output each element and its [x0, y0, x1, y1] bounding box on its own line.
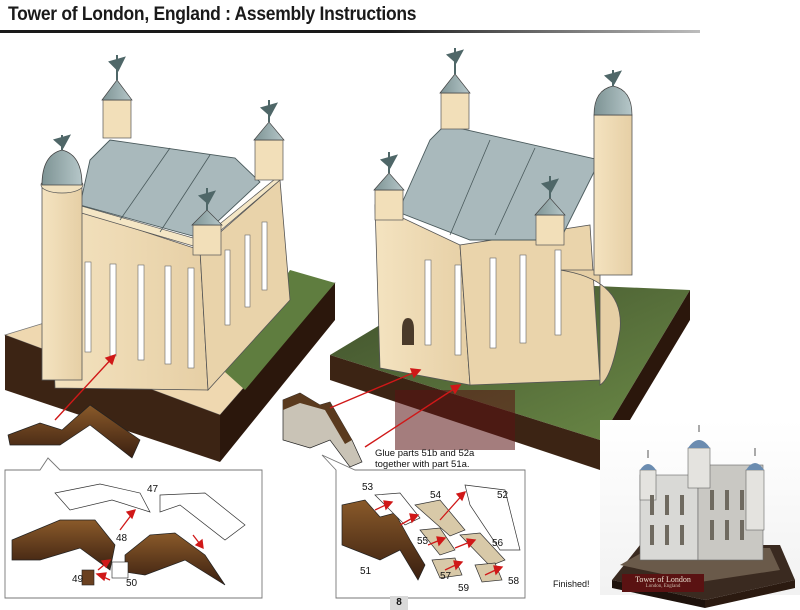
part-label-47: 47: [147, 484, 159, 495]
part-label-49: 49: [72, 574, 84, 585]
page-number: 8: [390, 596, 408, 610]
part-label-59: 59: [458, 583, 470, 594]
ramp-piece-left: [7, 404, 141, 459]
left-callout-parts: [11, 483, 246, 586]
part-label-52: 52: [497, 490, 509, 501]
right-model: [330, 48, 690, 470]
title-underline: [0, 30, 700, 33]
plaque-subtitle: London, England: [645, 584, 681, 589]
pointer-arrows: [54, 353, 462, 448]
model-plaque: Tower of London London, England: [622, 574, 704, 592]
part-label-58: 58: [508, 576, 520, 587]
left-callout-arrows: [95, 509, 204, 582]
part-label-57: 57: [440, 571, 452, 582]
left-model: [3, 55, 336, 462]
part-label-56: 56: [492, 538, 504, 549]
plaque-title: Tower of London: [635, 575, 691, 584]
page-title: Tower of London, England : Assembly Inst…: [8, 4, 417, 25]
part-label-50: 50: [126, 578, 138, 589]
ramp-piece-right: [282, 392, 363, 468]
part-label-54: 54: [430, 490, 442, 501]
title-bar: Tower of London, England : Assembly Inst…: [0, 0, 800, 34]
right-callout-arrows: [374, 491, 504, 576]
finished-label: Finished!: [553, 579, 590, 589]
part-label-55: 55: [417, 536, 429, 547]
part-label-53: 53: [362, 482, 374, 493]
finished-model-photo: [600, 420, 800, 608]
glue-instruction: Glue parts 51b and 52a together with par…: [375, 448, 475, 470]
part-label-48: 48: [116, 533, 128, 544]
part-label-51: 51: [360, 566, 372, 577]
